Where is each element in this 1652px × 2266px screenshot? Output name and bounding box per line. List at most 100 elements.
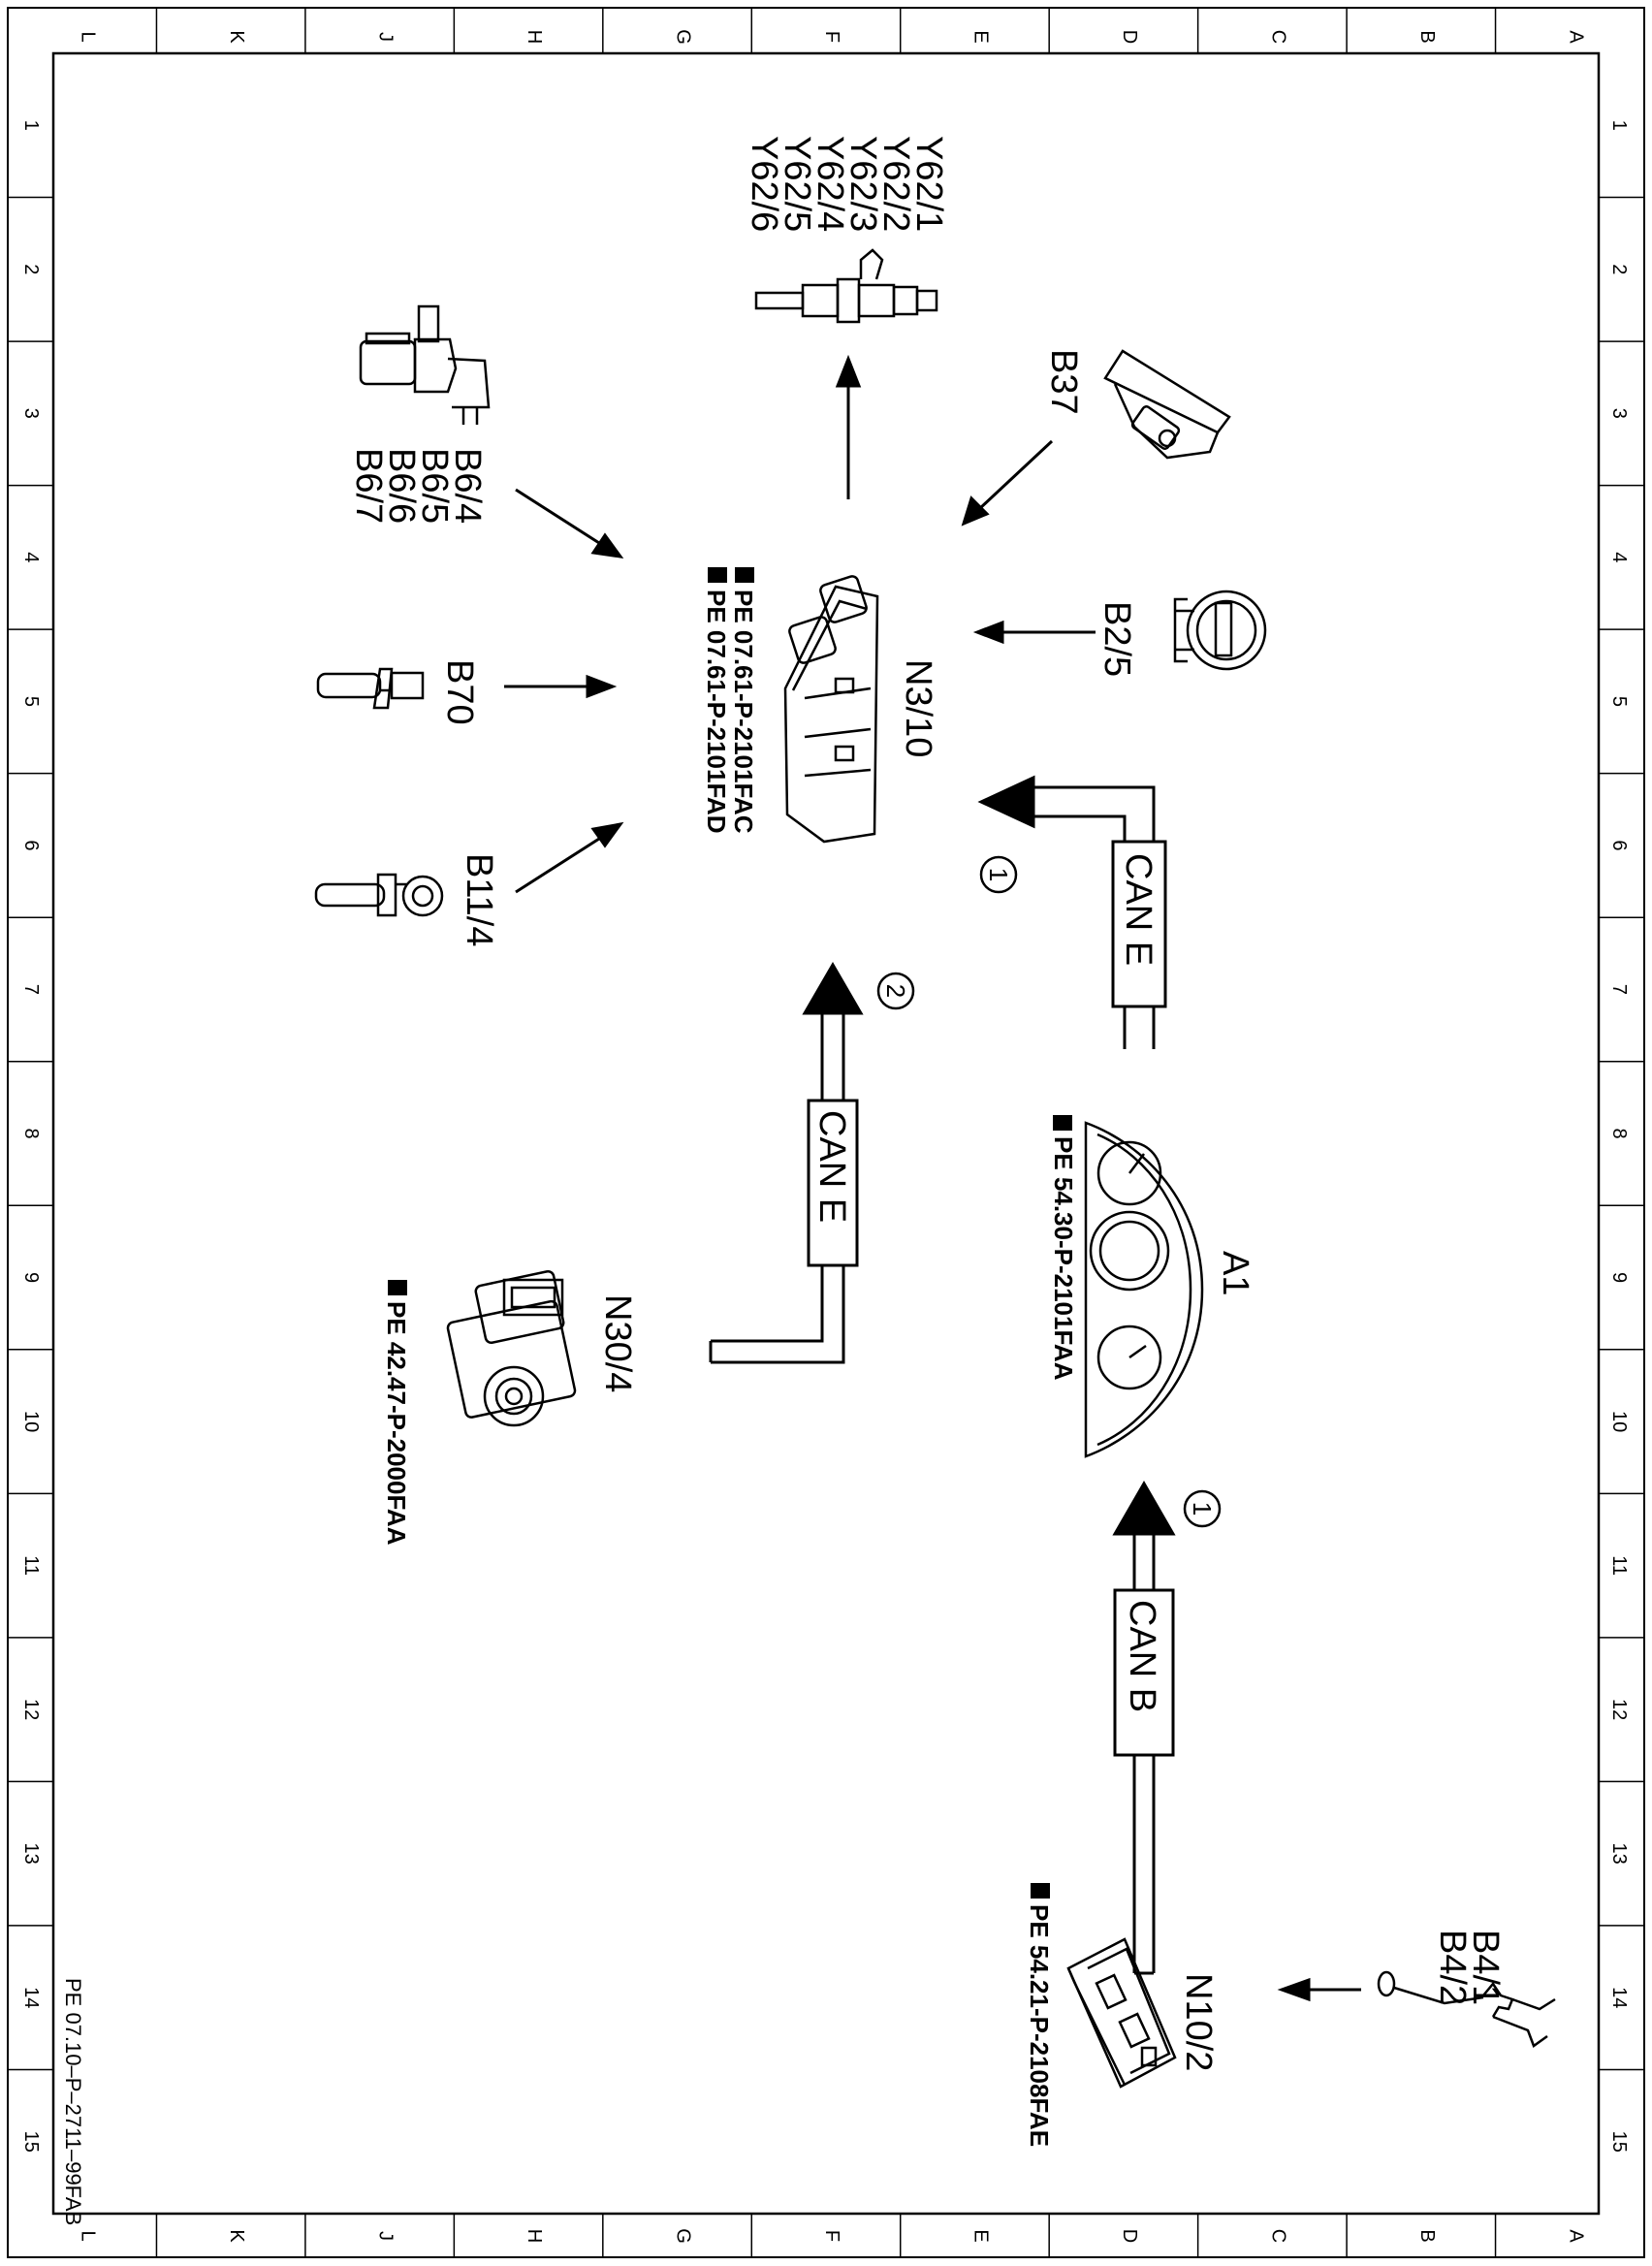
grid-row-label: 8 xyxy=(1608,1128,1630,1138)
n102-pointer-icon xyxy=(1031,1883,1050,1899)
can-e-bus-1 xyxy=(977,775,1167,1049)
grid-row-label: 4 xyxy=(1608,552,1630,562)
n310-control-unit-icon xyxy=(783,575,879,844)
signal-arrows xyxy=(504,354,1096,894)
grid-column-label: B xyxy=(1416,30,1438,43)
grid-row-label: 10 xyxy=(1608,1411,1630,1432)
n102-sam-unit-icon xyxy=(1066,1937,1177,2089)
grid-row-label: 11 xyxy=(20,1555,42,1576)
can-b-bus xyxy=(1112,1480,1176,1975)
b4-signal-arrow xyxy=(1277,1977,1361,2002)
grid-row-label: 5 xyxy=(20,696,42,707)
b6-label-2: B6/5 xyxy=(414,448,455,524)
n102-ref: PE 54.21-P-2108FAE xyxy=(1025,1904,1054,2147)
b25-airmass-sensor-icon xyxy=(1173,590,1267,671)
grid-column-label: G xyxy=(673,2228,694,2244)
b6-label-3: B6/6 xyxy=(381,448,422,524)
grid-column-label: L xyxy=(78,2230,99,2241)
n310-pointer-icons xyxy=(708,567,754,583)
grid-column-label: D xyxy=(1119,30,1140,44)
grid-row-label: 7 xyxy=(20,984,42,995)
grid-row-label: 6 xyxy=(20,840,42,850)
can-e-marker-2: 2 xyxy=(876,972,915,1010)
grid-column-label: E xyxy=(969,2229,991,2242)
drawing-frame xyxy=(7,7,1645,2258)
grid-column-label: F xyxy=(821,31,842,43)
grid-column-label: D xyxy=(1119,2229,1140,2243)
can-e-label-1: CAN E xyxy=(1118,853,1159,966)
can-e-marker-2-text: 2 xyxy=(881,984,910,998)
grid-row-label: 9 xyxy=(20,1272,42,1283)
b114-sensor-icon xyxy=(314,873,444,917)
grid-row-label: 10 xyxy=(20,1411,42,1432)
y62-label-3: Y62/3 xyxy=(842,136,883,232)
grid-column-label: C xyxy=(1267,30,1288,44)
a1-pointer-icon xyxy=(1053,1115,1072,1131)
grid-row-label: 2 xyxy=(1608,264,1630,274)
y62-injector-icon xyxy=(754,248,938,324)
n310-label: N3/10 xyxy=(898,659,938,757)
can-b-label: CAN B xyxy=(1122,1600,1162,1712)
grid-column-label: K xyxy=(226,2229,247,2243)
a1-instrument-cluster-icon xyxy=(1084,1121,1204,1458)
b70-label: B70 xyxy=(439,659,480,725)
a1-label: A1 xyxy=(1215,1251,1255,1295)
b6-label-1: B6/4 xyxy=(447,448,488,524)
b4-fuel-sensor-icon xyxy=(1377,1970,1556,2048)
grid-row-label: 8 xyxy=(20,1128,42,1138)
grid-row-label: 7 xyxy=(1608,984,1630,995)
grid-row-label: 2 xyxy=(20,264,42,274)
grid-column-label: C xyxy=(1267,2229,1288,2243)
grid-column-label: J xyxy=(375,2231,397,2241)
grid-column-label: F xyxy=(821,2230,842,2242)
a1-ref: PE 54.30-P-2101FAA xyxy=(1049,1136,1078,1381)
grid-row-label: 1 xyxy=(20,120,42,131)
can-e-bus-2 xyxy=(709,962,864,1364)
y62-label-4: Y62/4 xyxy=(810,136,850,232)
b114-label: B11/4 xyxy=(459,853,499,946)
grid-column-label: H xyxy=(524,30,545,44)
y62-label-6: Y62/6 xyxy=(744,136,784,232)
grid-column-label: L xyxy=(78,31,99,42)
grid-column-label: E xyxy=(969,30,991,43)
grid-row-label: 9 xyxy=(1608,1272,1630,1283)
grid-row-label: 15 xyxy=(20,2131,42,2153)
grid-row-label: 12 xyxy=(1608,1699,1630,1720)
grid-row-label: 1 xyxy=(1608,120,1630,131)
b4-label-2: B4/2 xyxy=(1432,1930,1473,2005)
grid-row-label: 14 xyxy=(1608,1987,1630,2008)
grid-column-label: A xyxy=(1565,2229,1586,2243)
b70-sensor-icon xyxy=(316,667,425,710)
b6-sensor-icon xyxy=(359,304,491,425)
can-e-marker-1-text: 1 xyxy=(984,868,1013,881)
grid-column-label: G xyxy=(673,29,694,45)
n304-label: N30/4 xyxy=(597,1294,638,1392)
grid-row-label: 12 xyxy=(20,1699,42,1720)
document-id: PE 07.10–P–2711–99FAB xyxy=(61,1978,85,2225)
grid-column-label: J xyxy=(375,32,397,42)
grid-column-label: K xyxy=(226,30,247,44)
grid-row-label: 4 xyxy=(20,552,42,562)
can-b-marker: 1 xyxy=(1183,1489,1222,1528)
grid-row-label: 3 xyxy=(1608,408,1630,419)
y62-label-2: Y62/2 xyxy=(875,136,916,232)
n310-ref-1: PE 07.61-P-2101FAC xyxy=(729,590,758,834)
b25-label: B2/5 xyxy=(1096,601,1137,677)
grid-column-label: A xyxy=(1565,30,1586,44)
n304-pointer-icon xyxy=(388,1280,407,1295)
grid-row-label: 5 xyxy=(1608,696,1630,707)
b37-pedal-sensor-icon xyxy=(1103,349,1231,460)
grid-row-label: 15 xyxy=(1608,2131,1630,2153)
b6-label-4: B6/7 xyxy=(348,448,389,524)
grid-row-label: 13 xyxy=(20,1843,42,1865)
grid-column-label: B xyxy=(1416,2229,1438,2242)
grid-column-label: H xyxy=(524,2229,545,2243)
grid-row-label: 6 xyxy=(1608,840,1630,850)
b4-label-1: B4/1 xyxy=(1465,1930,1506,2005)
y62-label-1: Y62/1 xyxy=(908,136,949,232)
n304-ref: PE 42.47-P-2000FAA xyxy=(382,1301,411,1546)
y62-label-5: Y62/5 xyxy=(777,136,817,232)
n310-ref-2: PE 07.61-P-2101FAD xyxy=(702,590,731,833)
